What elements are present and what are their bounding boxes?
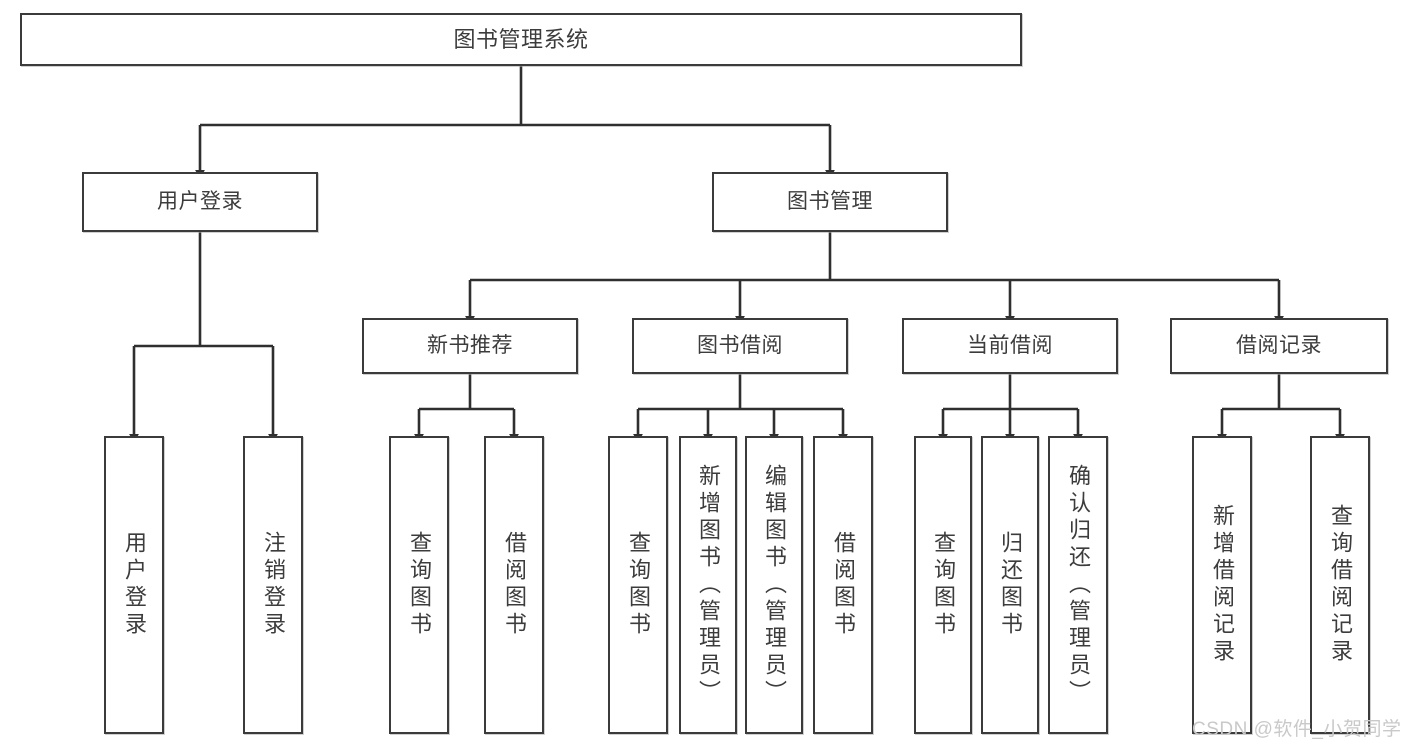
node-label: 确认归还（管理员） [1066, 463, 1091, 707]
node-label: 用户登录 [157, 189, 243, 213]
node-label: 图书借阅 [697, 333, 783, 357]
node-current-borrow[interactable]: 当前借阅 [902, 318, 1118, 374]
node-label: 图书管理 [787, 189, 873, 213]
node-label: 借阅图书 [502, 531, 527, 639]
node-leaf-add-borrow-record[interactable]: 新增借阅记录 [1192, 436, 1252, 734]
node-leaf-query-book[interactable]: 查询图书 [608, 436, 668, 734]
node-label: 用户登录 [122, 531, 147, 639]
node-leaf-query-borrow-record[interactable]: 查询借阅记录 [1310, 436, 1370, 734]
node-label: 归还图书 [998, 531, 1023, 639]
node-label: 查询借阅记录 [1328, 504, 1353, 666]
node-label: 新增图书（管理员） [696, 463, 721, 707]
node-leaf-borrow-book[interactable]: 借阅图书 [813, 436, 873, 734]
node-leaf-user-logout[interactable]: 注销登录 [243, 436, 303, 734]
node-label: 借阅图书 [831, 531, 856, 639]
node-root-system[interactable]: 图书管理系统 [20, 13, 1022, 66]
node-label: 新增借阅记录 [1210, 504, 1235, 666]
node-label: 注销登录 [261, 531, 286, 639]
node-leaf-user-login[interactable]: 用户登录 [104, 436, 164, 734]
node-new-book-recommendation[interactable]: 新书推荐 [362, 318, 578, 374]
node-label: 查询图书 [626, 531, 651, 639]
node-book-borrow[interactable]: 图书借阅 [632, 318, 848, 374]
node-user-login[interactable]: 用户登录 [82, 172, 318, 232]
node-leaf-edit-book-admin[interactable]: 编辑图书（管理员） [745, 436, 803, 734]
node-borrow-record[interactable]: 借阅记录 [1170, 318, 1388, 374]
node-label: 编辑图书（管理员） [762, 463, 787, 707]
node-label: 新书推荐 [427, 333, 513, 357]
node-book-management[interactable]: 图书管理 [712, 172, 948, 232]
watermark-text: CSDN @软件_小贺同学 [1192, 719, 1402, 740]
node-leaf-query-book-recommendation[interactable]: 查询图书 [389, 436, 449, 734]
node-label: 当前借阅 [967, 333, 1053, 357]
node-label: 查询图书 [407, 531, 432, 639]
edge-paths [129, 66, 1345, 443]
node-label: 借阅记录 [1236, 333, 1322, 357]
node-leaf-add-book-admin[interactable]: 新增图书（管理员） [679, 436, 737, 734]
node-label: 图书管理系统 [453, 26, 589, 52]
node-leaf-return-book[interactable]: 归还图书 [981, 436, 1039, 734]
node-leaf-borrow-book-recommendation[interactable]: 借阅图书 [484, 436, 544, 734]
node-leaf-confirm-return-admin[interactable]: 确认归还（管理员） [1048, 436, 1108, 734]
node-label: 查询图书 [931, 531, 956, 639]
node-leaf-query-book-current[interactable]: 查询图书 [914, 436, 972, 734]
